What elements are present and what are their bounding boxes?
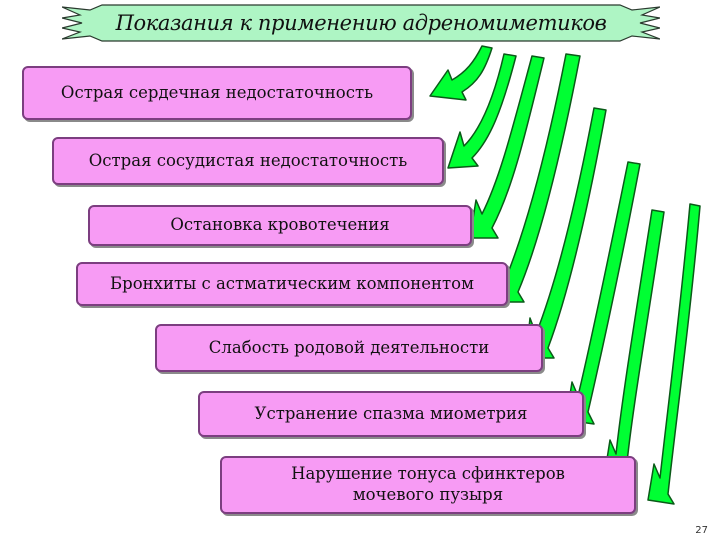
- indication-label: Бронхиты с астматическим компонентом: [110, 273, 474, 293]
- indication-acute-heart-failure: Острая сердечная недостаточность: [22, 66, 412, 120]
- arrow-1: [429, 45, 493, 101]
- indication-label: Остановка кровотечения: [170, 215, 390, 235]
- arrow-2: [447, 53, 517, 169]
- indication-label: Острая сердечная недостаточность: [60, 82, 374, 102]
- indication-bleeding-stop: Остановка кровотечения: [88, 205, 472, 246]
- indication-label: Устранение спазма миометрия: [254, 403, 528, 423]
- indication-label-line-2: мочевого пузыря: [352, 485, 504, 504]
- indication-acute-vascular-failure: Острая сосудистая недостаточность: [52, 137, 444, 185]
- page-number: 27: [695, 525, 708, 536]
- title-banner: [62, 4, 660, 42]
- indication-asthmatic-bronchitis: Бронхиты с астматическим компонентом: [76, 262, 508, 306]
- arrow-8: [647, 203, 701, 505]
- indication-label: Слабость родовой деятельности: [208, 337, 490, 357]
- indication-label: Острая сосудистая недостаточность: [88, 150, 408, 170]
- indication-label-line-1: Нарушение тонуса сфинктеров: [291, 464, 565, 484]
- indication-weak-labor: Слабость родовой деятельности: [155, 324, 543, 372]
- indication-myometrium-spasm: Устранение спазма миометрия: [198, 391, 584, 437]
- indication-bladder-sphincter-tone: Нарушение тонуса сфинктеров мочевого пуз…: [220, 456, 636, 514]
- page-title: Показания к применению адреномиметиков: [115, 11, 607, 35]
